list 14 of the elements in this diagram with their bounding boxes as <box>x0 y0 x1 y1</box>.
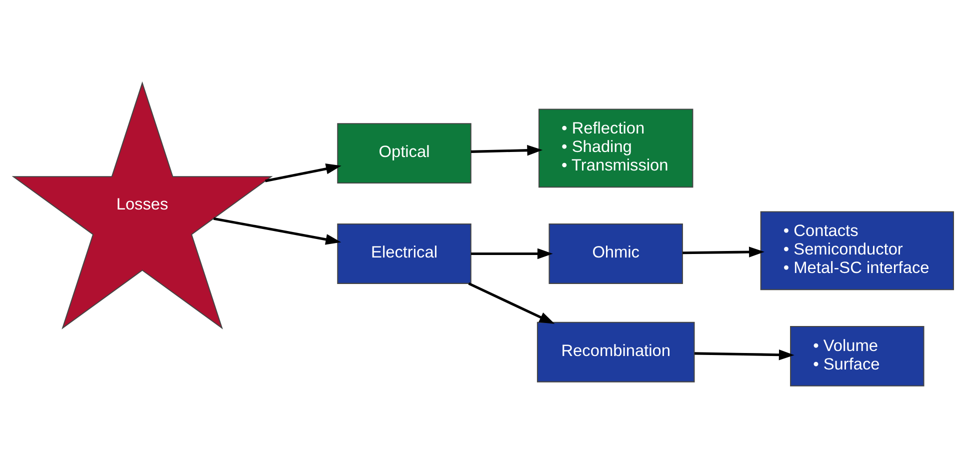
node-box: • Contacts • Semiconductor • Metal-SC interface <box>760 210 954 290</box>
node-box: • Reflection • Shading • Transmission <box>538 108 694 188</box>
arrow <box>471 248 553 259</box>
node-box: Optical <box>337 122 472 184</box>
arrow <box>470 144 543 156</box>
arrow <box>265 163 342 182</box>
arrow <box>468 282 555 324</box>
arrow <box>682 246 764 257</box>
node-box: Recombination <box>536 321 695 382</box>
arrow <box>694 348 794 360</box>
arrow <box>213 216 342 244</box>
node-box: • Volume • Surface <box>790 325 924 386</box>
node-box: Ohmic <box>548 223 683 284</box>
node-box: Electrical <box>337 223 472 284</box>
